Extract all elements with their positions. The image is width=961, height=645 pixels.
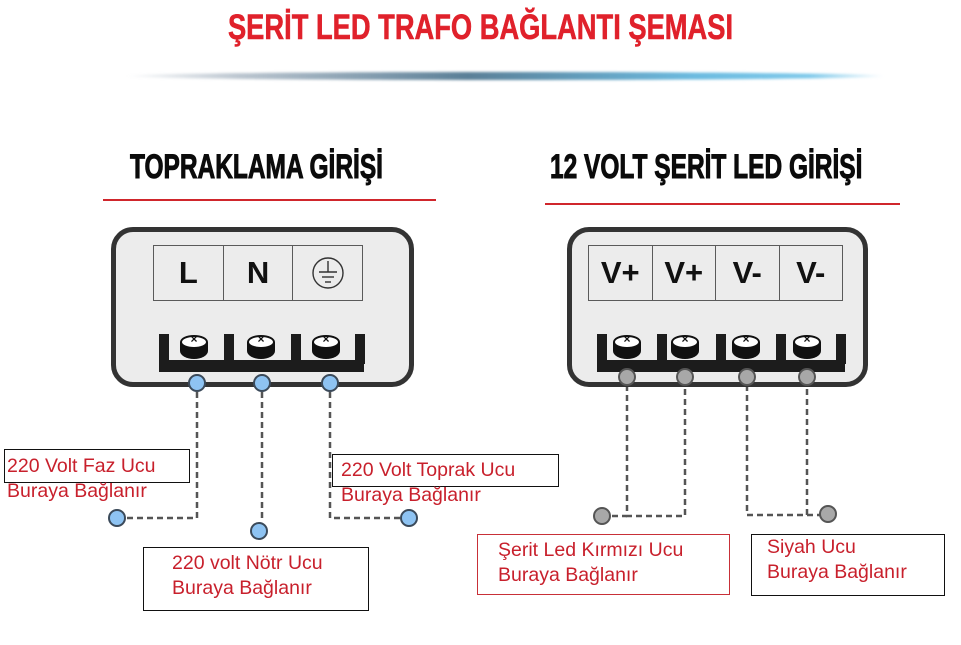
- neutral-note: 220 volt Nötr Ucu Buraya Bağlanır: [172, 551, 323, 601]
- page-title: ŞERİT LED TRAFO BAĞLANTI ŞEMASI: [227, 8, 734, 48]
- note-line: 220 Volt Faz Ucu: [7, 455, 156, 477]
- terminal-vminus-2-connector: [798, 368, 816, 386]
- neutral-note-frame: [143, 547, 369, 611]
- terminal-label-ground: [293, 246, 362, 300]
- terminal-label-n: N: [224, 246, 294, 300]
- terminal-label-l: L: [154, 246, 224, 300]
- note-line: Buraya Bağlanır: [767, 561, 907, 583]
- terminal-label-vminus-1: V-: [716, 246, 780, 300]
- screw-icon: ×: [613, 332, 641, 361]
- black-wire-note: Siyah Ucu Buraya Bağlanır: [767, 535, 907, 585]
- rail-divider: [224, 334, 234, 364]
- output-heading-rule: [545, 203, 900, 205]
- terminal-label-vplus-2: V+: [653, 246, 716, 300]
- red-wire-note-frame: [477, 534, 730, 595]
- ground-icon: [311, 257, 344, 289]
- note-line: Buraya Bağlanır: [341, 484, 481, 506]
- ground-note: 220 Volt Toprak Ucu Buraya Bağlanır: [341, 458, 515, 508]
- screw-icon: ×: [732, 332, 760, 361]
- terminal-vplus-2-connector: [676, 368, 694, 386]
- terminal-label-vminus-2: V-: [796, 255, 826, 290]
- phase-wire-end: [108, 509, 126, 527]
- black-wire-end: [819, 505, 837, 523]
- terminal-n-connector: [253, 374, 271, 392]
- rail-divider: [291, 334, 301, 364]
- rail-divider: [657, 334, 667, 364]
- screw-icon: ×: [793, 332, 821, 361]
- rail-divider: [355, 334, 365, 364]
- note-line: Buraya Bağlanır: [7, 480, 147, 502]
- terminal-vplus-1-connector: [618, 368, 636, 386]
- input-section-heading: TOPRAKLAMA GİRİŞİ: [130, 148, 384, 187]
- terminal-l-connector: [188, 374, 206, 392]
- red-wire-note: Şerit Led Kırmızı Ucu Buraya Bağlanır: [498, 538, 683, 588]
- ground-wire-end: [400, 509, 418, 527]
- black-wire-note-frame: [751, 534, 945, 596]
- note-line: 220 volt Nötr Ucu: [172, 552, 323, 574]
- output-label-strip: V+ V+ V- V-: [588, 245, 843, 301]
- input-rail: [159, 360, 364, 372]
- title-underline: [125, 72, 885, 80]
- rail-divider: [836, 334, 846, 364]
- terminal-ground-connector: [321, 374, 339, 392]
- phase-note-frame: [4, 449, 190, 483]
- screw-icon: ×: [312, 332, 340, 361]
- rail-divider: [159, 334, 169, 364]
- note-line: 220 Volt Toprak Ucu: [341, 459, 516, 481]
- note-line: Şerit Led Kırmızı Ucu: [498, 539, 684, 561]
- rail-divider: [597, 334, 607, 364]
- rail-divider: [716, 334, 726, 364]
- note-line: Buraya Bağlanır: [498, 564, 638, 586]
- ground-note-frame: [332, 454, 559, 487]
- screw-icon: ×: [247, 332, 275, 361]
- rail-divider: [776, 334, 786, 364]
- screw-icon: ×: [671, 332, 699, 361]
- red-wire-end: [593, 507, 611, 525]
- input-label-strip: L N: [153, 245, 363, 301]
- screw-icon: ×: [180, 332, 208, 361]
- terminal-label-vplus-1: V+: [589, 246, 653, 300]
- phase-note: 220 Volt Faz Ucu Buraya Bağlanır: [7, 454, 156, 504]
- note-line: Siyah Ucu: [767, 536, 856, 558]
- neutral-wire-end: [250, 522, 268, 540]
- input-heading-rule: [103, 199, 436, 201]
- terminal-vminus-1-connector: [738, 368, 756, 386]
- note-line: Buraya Bağlanır: [172, 577, 312, 599]
- output-section-heading: 12 VOLT ŞERİT LED GİRİŞİ: [550, 148, 863, 187]
